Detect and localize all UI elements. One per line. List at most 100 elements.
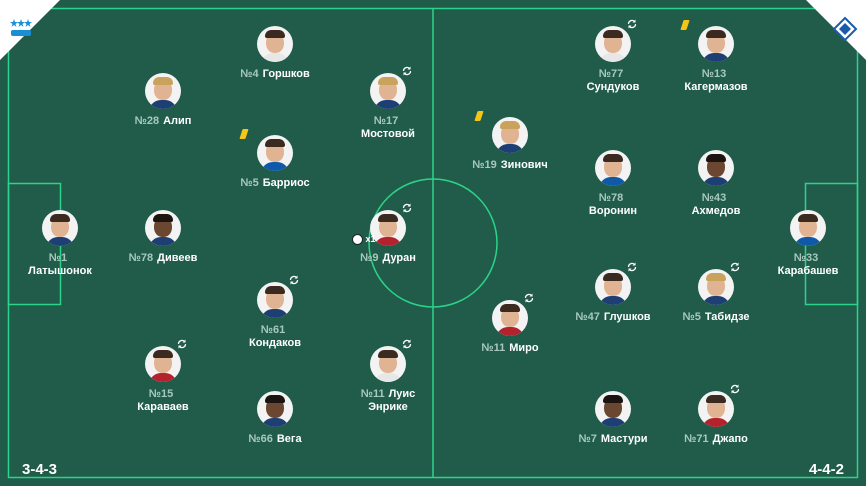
player-photo <box>257 282 293 318</box>
player-name: Зинович <box>500 159 548 171</box>
player-photo <box>257 391 293 427</box>
player-name: Воронин <box>588 205 638 217</box>
player-photo <box>145 346 181 382</box>
substitution-icon <box>402 339 412 349</box>
player-number: №61 <box>260 324 286 336</box>
player-photo <box>595 150 631 186</box>
substitution-icon <box>730 262 740 272</box>
zenit-logo-icon <box>6 14 36 44</box>
substitution-icon <box>402 66 412 76</box>
player-number: №28 <box>134 115 160 127</box>
player-name: Ахмедов <box>691 205 741 217</box>
player-number: №4 <box>240 68 259 80</box>
player-name: Алип <box>163 115 192 127</box>
player-number: №66 <box>248 433 273 445</box>
player-name: Карабашев <box>777 265 839 277</box>
player-number: №7 <box>578 433 597 445</box>
player-name: Барриос <box>262 177 310 189</box>
player-name: Караваев <box>137 401 189 413</box>
player-number: №33 <box>793 252 819 264</box>
player-name: Кондаков <box>248 337 302 349</box>
player-photo <box>595 269 631 305</box>
player-number: №9 <box>360 252 379 264</box>
goal-ball-icon: x1 <box>352 234 376 246</box>
substitution-icon <box>627 262 637 272</box>
away-formation: 4-4-2 <box>808 461 844 478</box>
player-photo <box>145 73 181 109</box>
player-name: Энрике <box>368 401 408 413</box>
player-photo <box>595 26 631 62</box>
player-name: Латышонок <box>28 265 92 277</box>
player-name: Дивеев <box>157 252 198 264</box>
player-photo <box>698 26 734 62</box>
substitution-icon <box>524 293 534 303</box>
player-number: №5 <box>240 177 259 189</box>
player-number: №1 <box>48 252 68 264</box>
substitution-icon <box>730 384 740 394</box>
player-name: Мастури <box>600 433 648 445</box>
player-number: №11 <box>481 342 506 354</box>
player-number: №43 <box>701 192 727 204</box>
player-name: Мостовой <box>361 128 415 140</box>
substitution-icon <box>177 339 187 349</box>
player-photo <box>698 150 734 186</box>
substitution-icon <box>402 203 412 213</box>
player-number: №78 <box>128 252 154 264</box>
substitution-icon <box>289 275 299 285</box>
player-name: Сундуков <box>586 81 640 93</box>
player-photo <box>370 346 406 382</box>
home-formation: 3-4-3 <box>22 461 58 478</box>
player-photo <box>42 210 78 246</box>
player-name: Кагермазов <box>684 81 748 93</box>
player-number: №15 <box>148 388 174 400</box>
player-photo <box>370 210 406 246</box>
player-number: №47 <box>575 311 600 323</box>
player-number: №17 <box>373 115 399 127</box>
player-photo <box>370 73 406 109</box>
player-number: №77 <box>598 68 624 80</box>
dynamo-logo-icon <box>830 14 860 44</box>
player-name: Вега <box>276 433 302 445</box>
player-number: №13 <box>701 68 727 80</box>
player-photo <box>595 391 631 427</box>
player-photo <box>257 135 293 171</box>
player-photo <box>257 26 293 62</box>
player-number: №19 <box>472 159 497 171</box>
player-name: Горшков <box>262 68 310 80</box>
player-photo <box>492 117 528 153</box>
